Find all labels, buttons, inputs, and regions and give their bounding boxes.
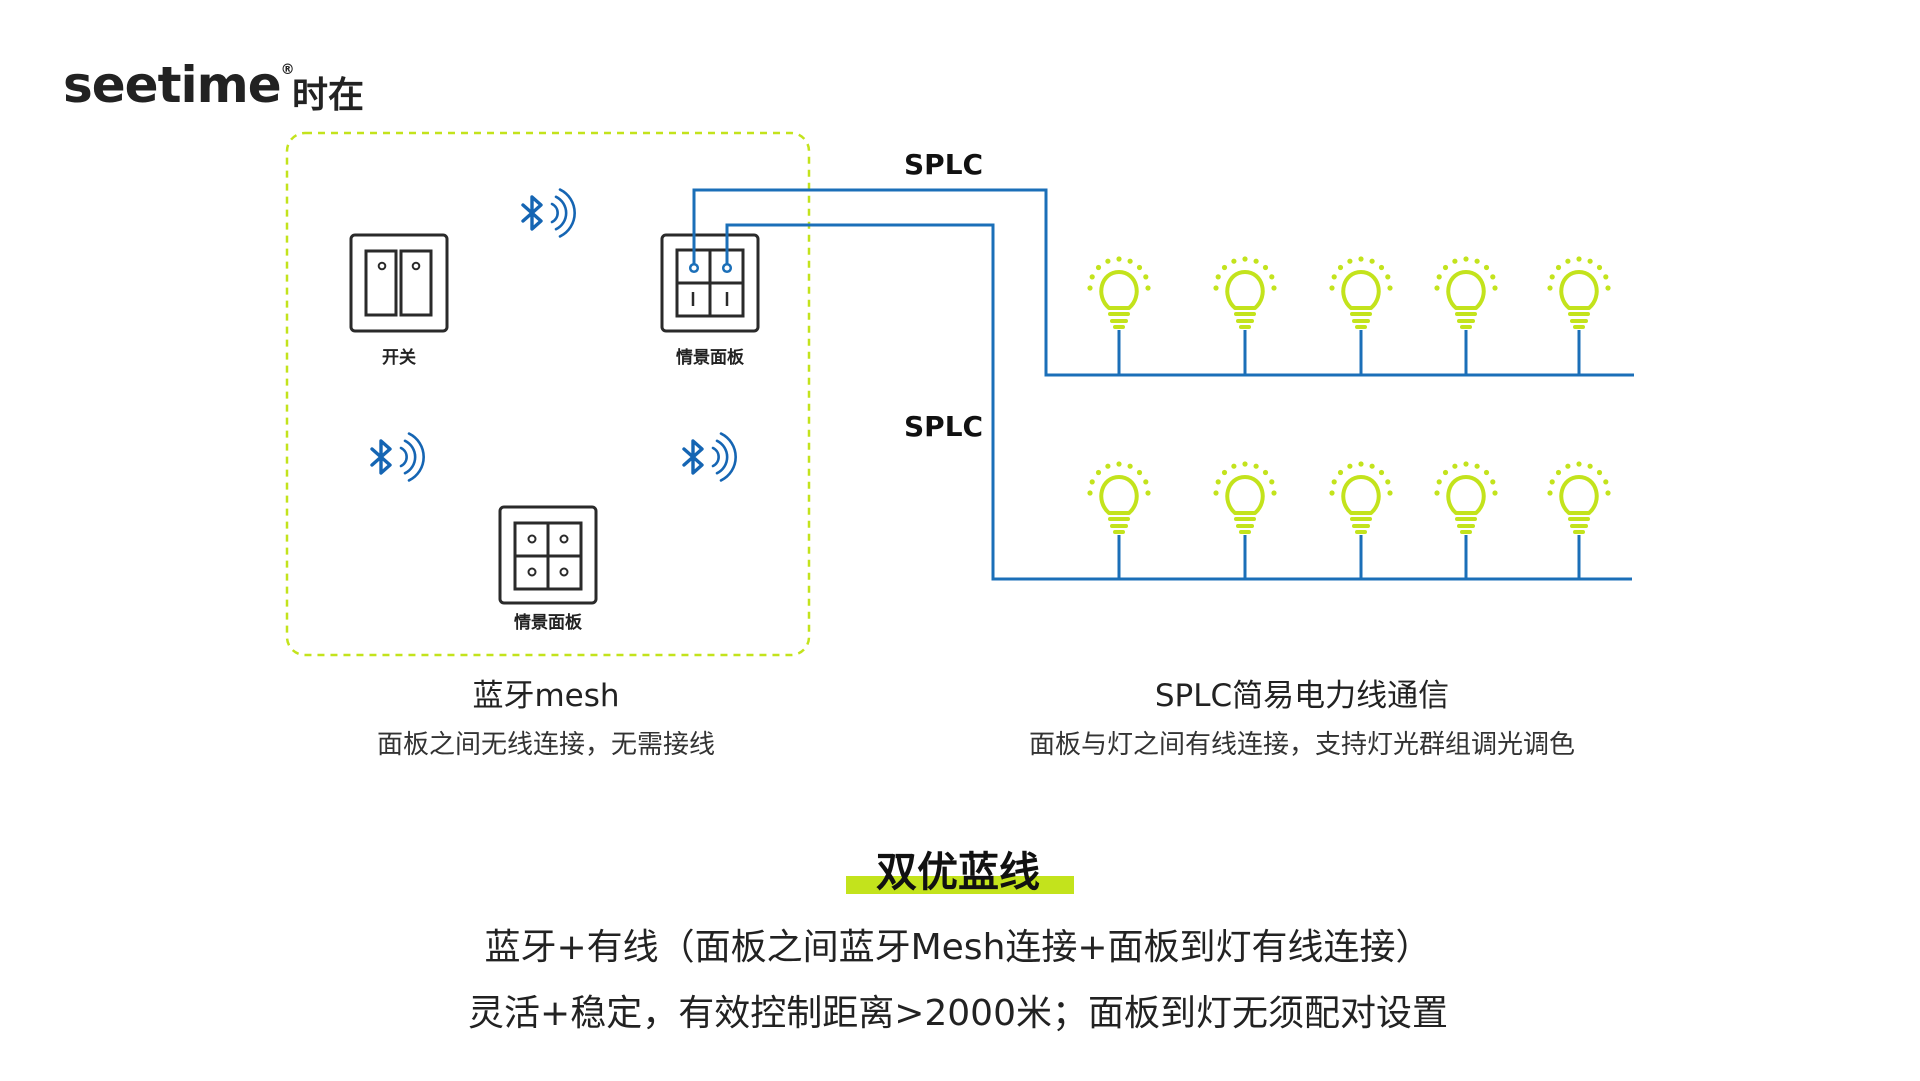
bluetooth-mesh-region [285,131,811,657]
bluetooth-icon [370,432,425,482]
bluetooth-section-title: 蓝牙mesh [472,678,620,714]
bluetooth-icon [521,188,576,238]
bulb-icon [1329,461,1393,579]
registered-mark: ® [280,62,295,78]
logo-text: seetime [63,56,282,114]
logo-cn-text: 时在 [292,75,365,116]
bulb-icon [1547,461,1611,579]
bulb-icon [1329,256,1393,375]
splc-section-title: SPLC简易电力线通信 [1154,678,1450,714]
footer-line-2: 灵活+稳定，有效控制距离>2000米；面板到灯无须配对设置 [468,993,1448,1034]
scene-panel-icon [660,233,760,333]
bulb-icon [1434,461,1498,579]
bluetooth-icon [682,432,737,482]
scene-panel-icon [498,505,598,605]
wire-terminal [721,262,733,274]
splc-wire-lower [725,223,1632,581]
bulb-icon [1434,256,1498,375]
splc-section-subtitle: 面板与灯之间有线连接，支持灯光群组调光调色 [1028,730,1576,760]
splc-label-lower: SPLC [904,410,984,443]
bulb-icon [1087,256,1151,375]
bulb-icon [1087,461,1151,579]
splc-wire-upper [692,188,1634,377]
scene-panel-top-label: 情景面板 [676,348,744,368]
bluetooth-section-subtitle: 面板之间无线连接，无需接线 [376,730,716,760]
splc-label-upper: SPLC [904,148,984,181]
footer-line-1: 蓝牙+有线（面板之间蓝牙Mesh连接+面板到灯有线连接） [484,927,1432,968]
title-highlight-bar [846,876,1074,894]
bulb-icon [1213,461,1277,579]
scene-panel-bottom-label: 情景面板 [514,613,582,633]
logo-wordmark: seetime® [63,56,295,114]
main-title: 双优蓝线 [876,848,1040,896]
switch-label: 开关 [382,348,416,368]
wire-terminal [688,262,700,274]
bulb-icon [1547,256,1611,375]
switch-icon [349,233,449,333]
bulb-icon [1213,256,1277,375]
